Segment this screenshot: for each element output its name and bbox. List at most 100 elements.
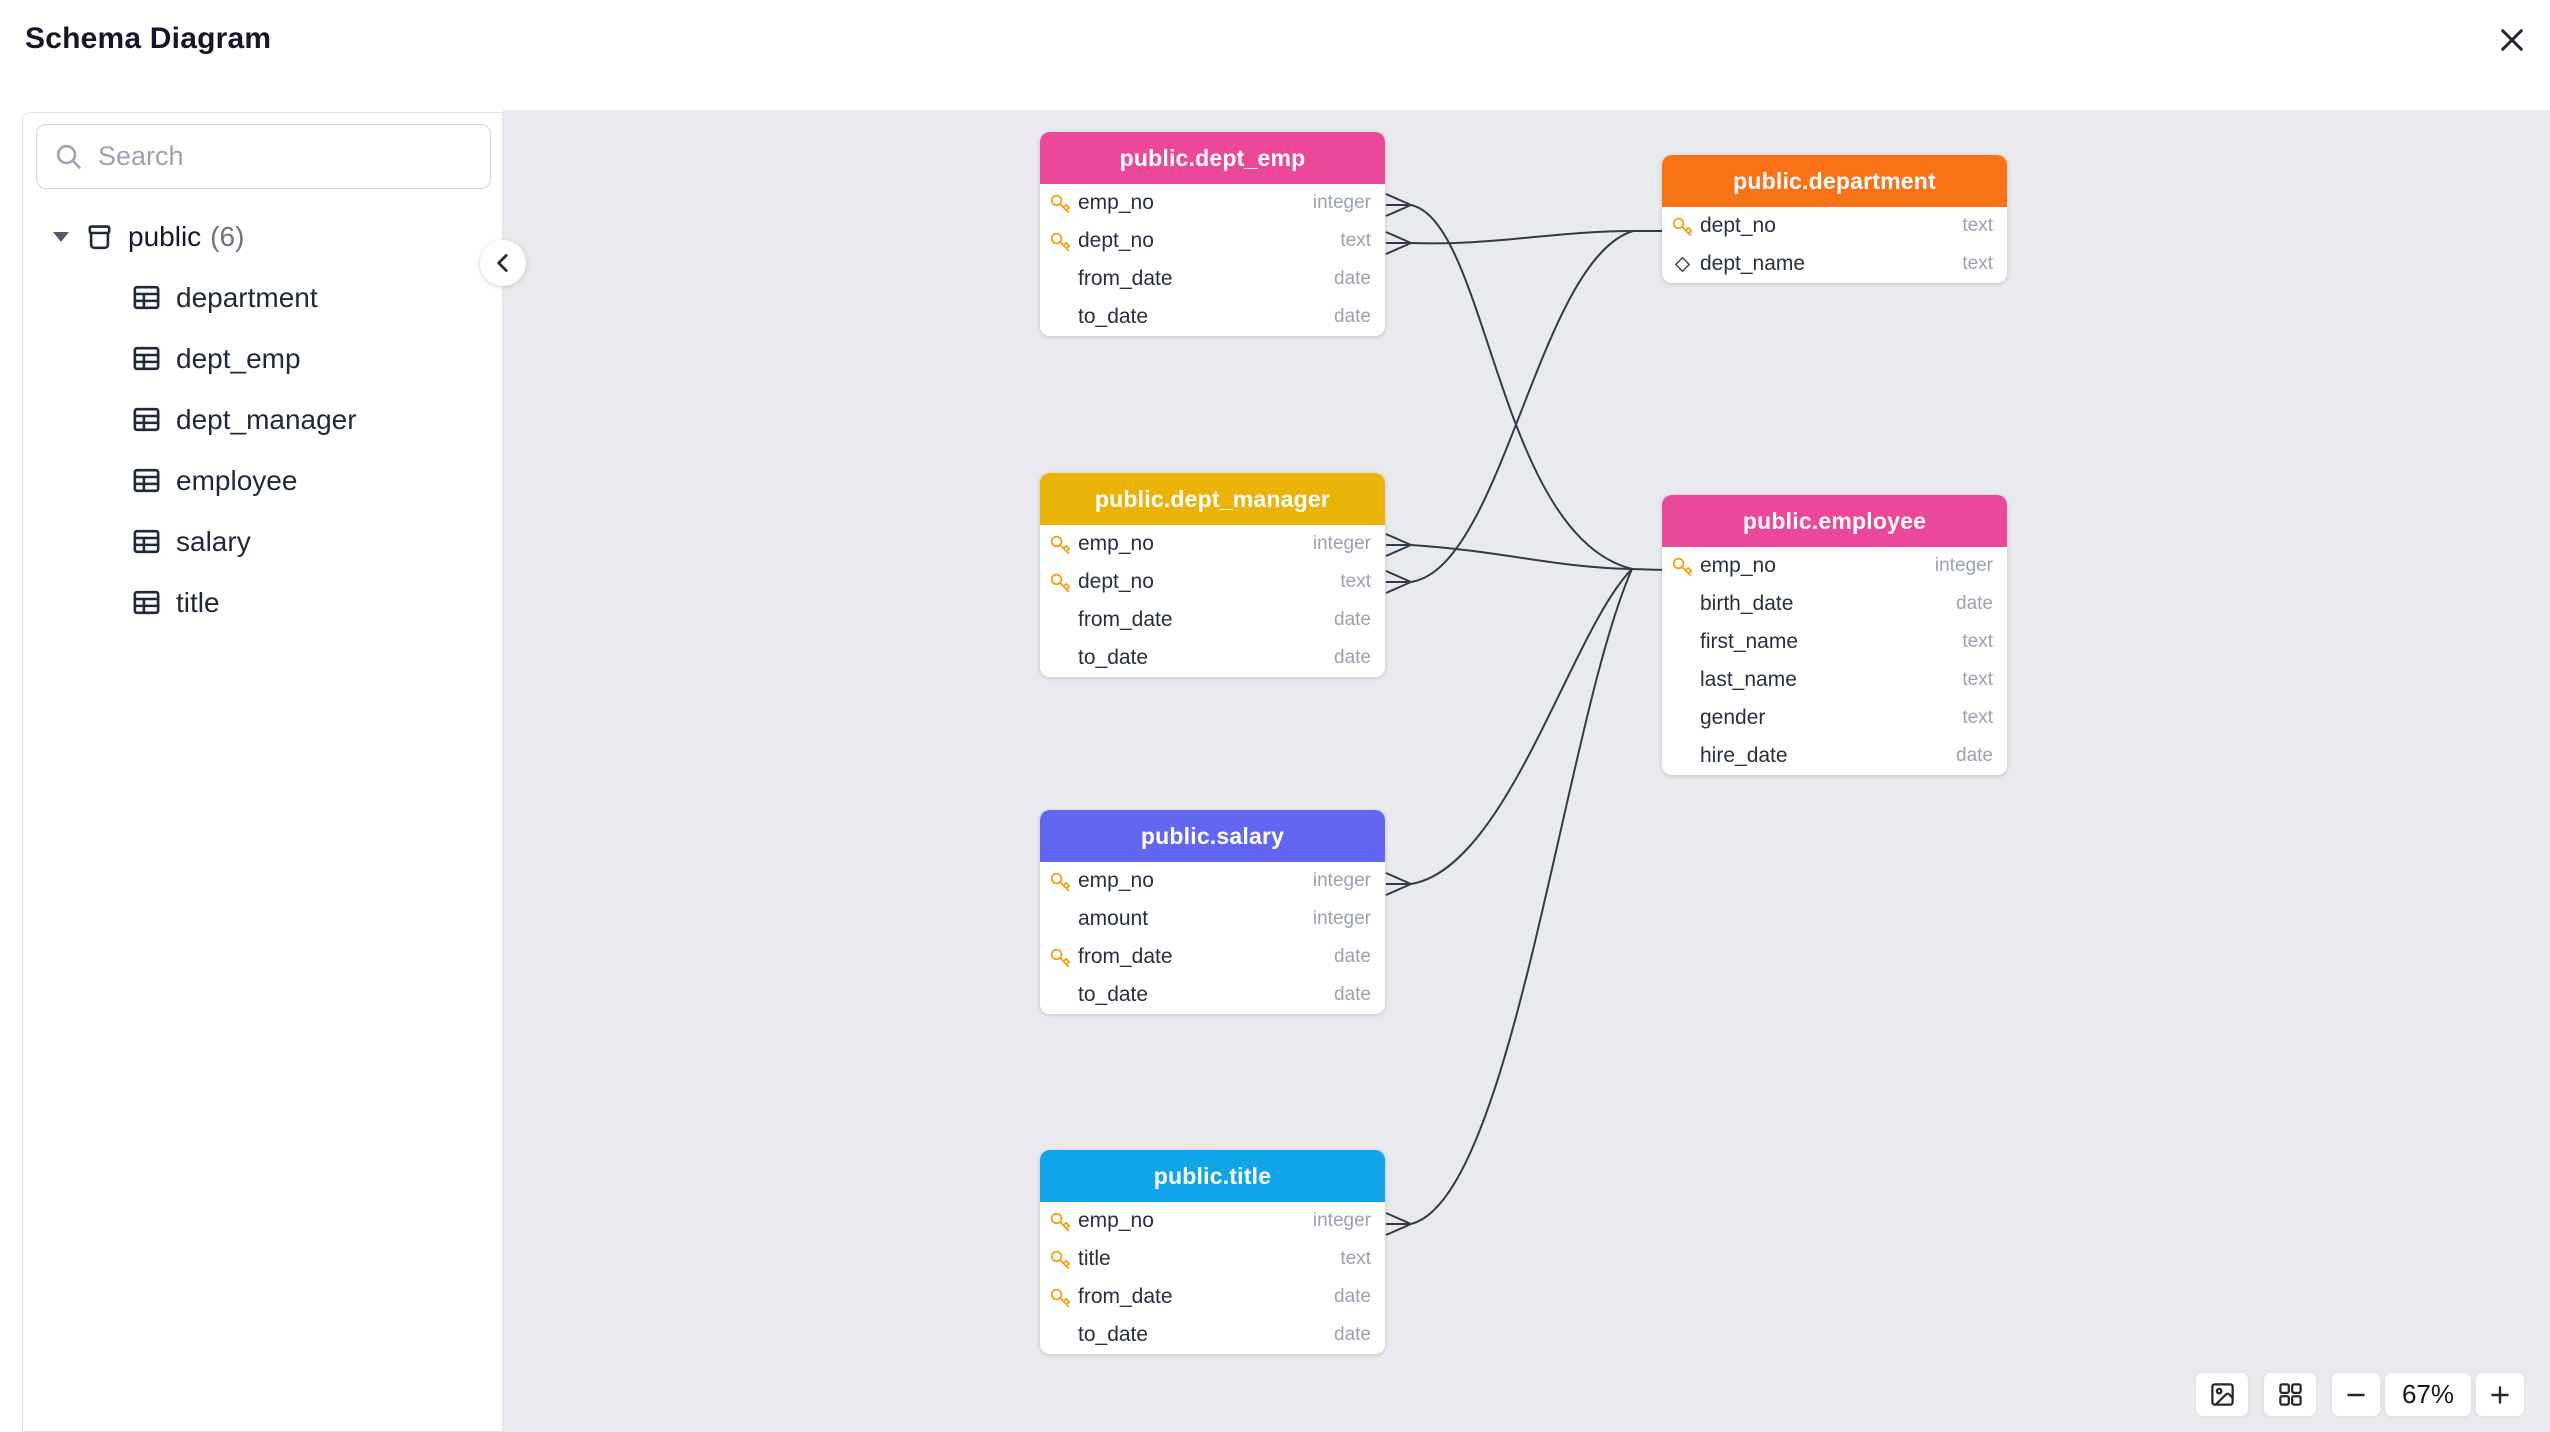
primary-key-icon [1049, 1210, 1071, 1232]
zoom-out-button[interactable] [2331, 1372, 2381, 1417]
primary-key-icon [1049, 870, 1071, 892]
canvas-controls: 67% [2195, 1372, 2525, 1417]
column-type: text [1962, 215, 1993, 236]
column-row-to_date[interactable]: to_date date [1040, 1316, 1385, 1354]
image-icon [2209, 1381, 2236, 1408]
zoom-level: 67% [2384, 1372, 2472, 1417]
export-image-button[interactable] [2195, 1372, 2249, 1417]
column-name: to_date [1078, 1323, 1149, 1346]
table-node-title[interactable]: public.department [1662, 155, 2007, 207]
auto-layout-button[interactable] [2263, 1372, 2317, 1417]
table-node-title[interactable]: public.title [1040, 1150, 1385, 1202]
table-node-title[interactable]: public.employee [1662, 495, 2007, 547]
sidebar-item-dept_emp[interactable]: dept_emp [23, 328, 502, 389]
table-icon [131, 343, 162, 374]
column-icon-placeholder [1671, 593, 1693, 615]
crow-foot-icon [1385, 533, 1412, 557]
primary-key-icon [1049, 571, 1071, 593]
crow-foot-icon [1385, 872, 1412, 896]
table-node-title[interactable]: public.salary [1040, 810, 1385, 862]
sidebar-item-label: dept_emp [176, 342, 301, 374]
sidebar-schema-public[interactable]: public (6) [23, 217, 502, 257]
column-type: text [1962, 707, 1993, 728]
sidebar-item-label: title [176, 586, 220, 618]
search-input[interactable] [98, 141, 474, 172]
column-type: text [1340, 571, 1371, 592]
relationship-edge [1631, 568, 1666, 571]
relationship-edge [1410, 230, 1634, 245]
page-title: Schema Diagram [25, 22, 272, 55]
column-icon-placeholder [1049, 984, 1071, 1006]
relationship-edge [1410, 568, 1633, 885]
column-name: last_name [1700, 668, 1797, 691]
table-node-title[interactable]: public.dept_manager [1040, 473, 1385, 525]
column-type: date [1334, 647, 1371, 668]
sidebar-collapse-button[interactable] [480, 240, 526, 286]
caret-down-icon[interactable] [53, 232, 69, 242]
primary-key-icon [1049, 1248, 1071, 1270]
table-node-title[interactable]: public.dept_emp [1040, 132, 1385, 184]
column-icon-placeholder [1671, 707, 1693, 729]
sidebar-item-label: department [176, 281, 318, 313]
primary-key-icon [1049, 192, 1071, 214]
column-name: dept_name [1700, 252, 1806, 275]
sidebar-item-title[interactable]: title [23, 572, 502, 633]
sidebar-item-dept_manager[interactable]: dept_manager [23, 389, 502, 450]
schema-table-count: (6) [210, 221, 245, 252]
column-icon-placeholder [1671, 631, 1693, 653]
column-icon-placeholder [1671, 745, 1693, 767]
sidebar-item-salary[interactable]: salary [23, 511, 502, 572]
column-row-dept_no[interactable]: dept_no text [1040, 563, 1385, 601]
primary-key-icon [1049, 1286, 1071, 1308]
unique-icon [1671, 253, 1693, 275]
column-type: date [1334, 268, 1371, 289]
primary-key-icon [1049, 946, 1071, 968]
column-name: hire_date [1700, 744, 1788, 767]
sidebar-item-employee[interactable]: employee [23, 450, 502, 511]
column-type: date [1334, 1324, 1371, 1345]
column-name: dept_no [1078, 229, 1154, 252]
close-button[interactable] [2490, 18, 2534, 62]
column-type: text [1962, 253, 1993, 274]
column-name: dept_no [1078, 570, 1154, 593]
sidebar-item-department[interactable]: department [23, 267, 502, 328]
column-name: from_date [1078, 945, 1173, 968]
column-icon-placeholder [1049, 908, 1071, 930]
zoom-in-button[interactable] [2475, 1372, 2525, 1417]
column-icon-placeholder [1049, 268, 1071, 290]
column-row-dept_name[interactable]: dept_name text [1662, 245, 2007, 283]
search-icon [53, 141, 84, 172]
search-box[interactable] [36, 124, 491, 189]
relationship-edges [1385, 193, 1666, 1236]
